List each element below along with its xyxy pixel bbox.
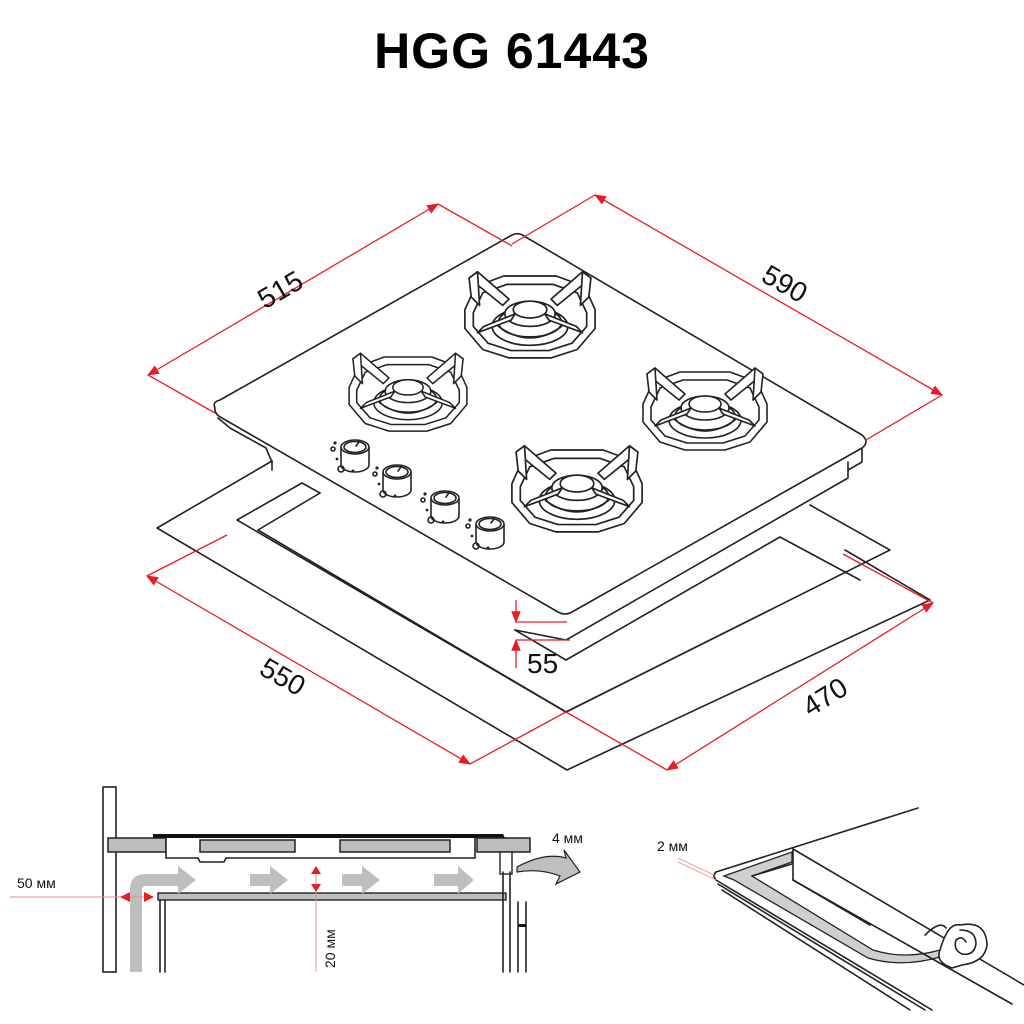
- dim-label-515: 515: [252, 265, 308, 315]
- dim-label-470: 470: [797, 671, 853, 722]
- dimension-470: 470: [565, 553, 935, 771]
- burner-right: [642, 367, 768, 451]
- installation-section: 50 мм 20 мм 4 мм: [10, 786, 583, 973]
- label-2mm: 2 мм: [657, 838, 688, 854]
- dimension-55: 55: [511, 600, 570, 679]
- burner-front-center: [511, 444, 643, 533]
- label-4mm: 4 мм: [552, 830, 583, 846]
- label-50mm: 50 мм: [17, 875, 56, 891]
- dim-label-55: 55: [527, 648, 558, 679]
- dim-label-590: 590: [757, 259, 813, 309]
- burner-rear-center: [464, 270, 596, 359]
- burner-rear-left: [348, 352, 468, 432]
- label-20mm: 20 мм: [322, 929, 338, 968]
- model-title: HGG 61443: [374, 23, 650, 79]
- dim-label-550: 550: [255, 652, 311, 702]
- seal-detail: 2 мм: [657, 807, 1024, 1011]
